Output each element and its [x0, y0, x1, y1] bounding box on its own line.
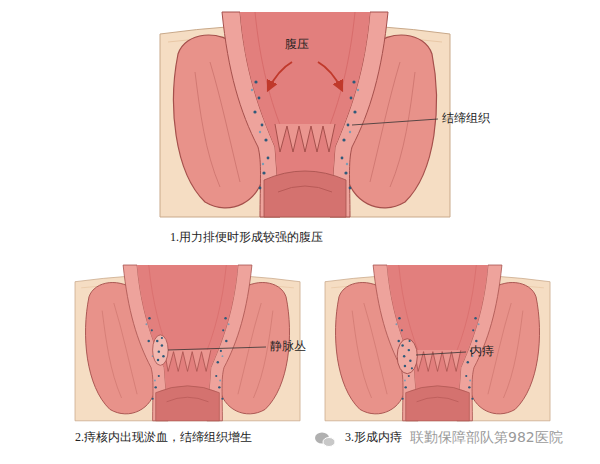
panel-two	[75, 265, 300, 421]
part-label: 内痔	[470, 345, 494, 358]
panel-one	[160, 12, 450, 217]
pressure-label: 腹压	[285, 38, 309, 51]
panel-caption: 2.痔核内出现淤血，结缔组织增生	[75, 431, 252, 444]
part-label: 结缔组织	[442, 112, 490, 125]
part-label: 静脉丛	[270, 340, 306, 353]
leader-line	[168, 347, 266, 350]
watermark: 联勤保障部队第982医院	[410, 430, 563, 445]
panel-three	[325, 265, 550, 421]
panel-caption: 1.用力排便时形成较强的腹压	[170, 231, 323, 244]
watermark-icon	[315, 433, 335, 447]
panel-caption: 3.形成内痔	[345, 431, 402, 444]
leader-line	[352, 119, 438, 125]
leader-line	[416, 352, 466, 355]
